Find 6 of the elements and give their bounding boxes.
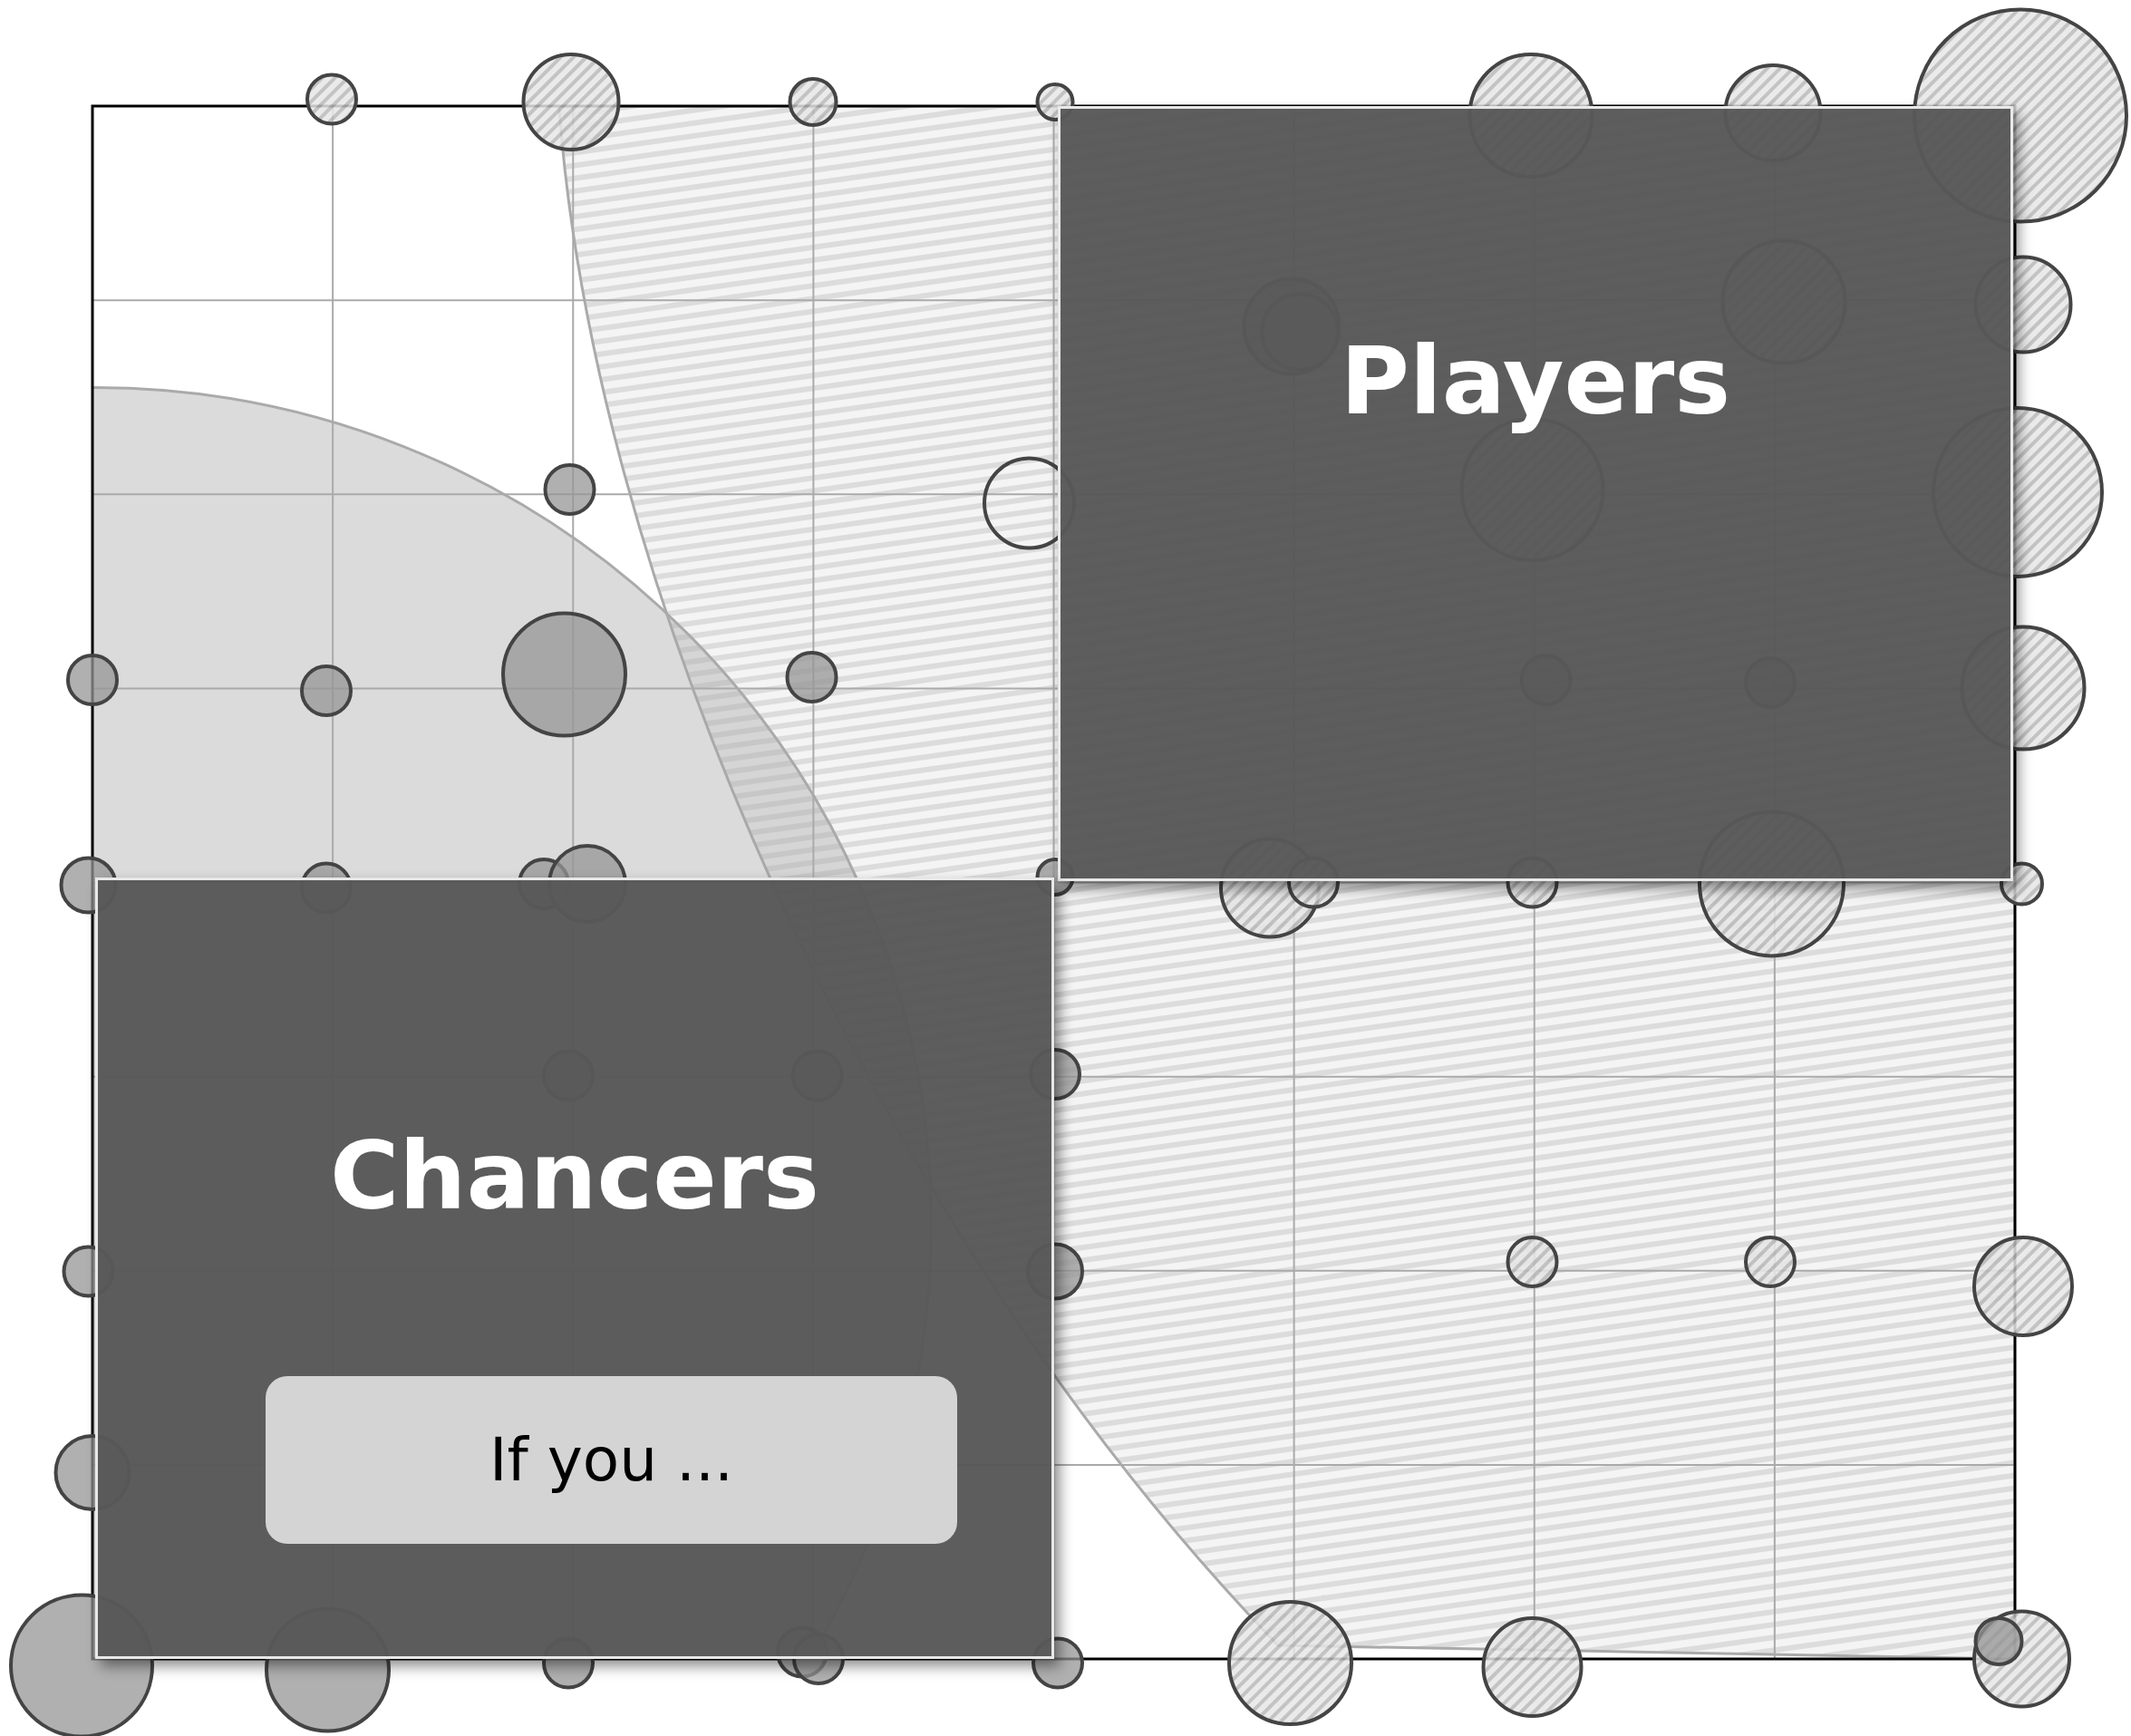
quadrant-title: Chancers (330, 1120, 819, 1231)
quadrant-title: Players (1340, 325, 1731, 436)
note-text: If you ... (489, 1425, 733, 1495)
quadrant-box (1058, 106, 2013, 881)
note-pill (266, 1376, 957, 1544)
quadrant-box (95, 878, 1054, 1659)
